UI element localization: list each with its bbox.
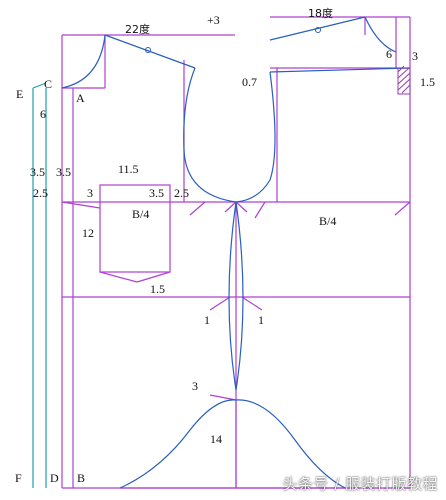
label-m-14: 14 [210,432,222,446]
tick-waist-left [209,296,231,311]
label-m-12: 12 [82,226,94,240]
tick-chest-back-2 [394,201,411,216]
label-point-e: E [16,87,23,101]
label-m-1-right: 1 [258,313,264,327]
back-neck-curve [364,16,397,53]
label-m-2-5-left: 2.5 [33,186,48,200]
label-m-3-5-pocket: 3.5 [149,186,164,200]
label-m-11-5: 11.5 [118,162,139,176]
label-plus3: +3 [207,13,220,27]
tick-underarm-left [224,201,237,213]
tick-hem-top [209,394,237,401]
label-m-3-5-a: 3.5 [30,165,45,179]
label-bust-back: B/4 [319,214,336,228]
label-point-b: B [77,471,85,485]
front-armhole-curve [183,67,237,203]
label-m-6-right: 6 [386,47,392,61]
watermark-text: 头条号 / 服装打版教程 [282,475,438,493]
label-point-c: C [44,77,52,91]
label-m-6-left: 6 [40,107,46,121]
collar-stand-top [32,82,47,89]
label-shoulder-angle-front: 22度 [125,22,150,36]
pocket-bottom-left [99,271,138,283]
side-seam-dart [228,201,244,391]
hem-curve [119,399,346,489]
label-point-a: A [76,91,85,105]
label-m-3-pocket: 3 [87,186,93,200]
label-m-1-left: 1 [204,313,210,327]
back-shoulder-seam [269,16,366,41]
tick-chest-left [61,201,101,209]
label-m-1-5-right: 1.5 [420,75,435,89]
label-m-1-5-pocket: 1.5 [150,282,165,296]
pocket-bottom-right [136,271,171,283]
tick-chest-back-1 [254,201,266,219]
label-point-d: D [50,471,59,485]
tick-underarm-right [235,201,248,213]
tick-chest-front [189,201,206,216]
back-armhole-curve [235,71,276,203]
pattern-outlines [32,16,411,489]
front-neck-curve [61,34,106,89]
label-m-0-7: 0.7 [242,75,257,89]
back-shoulder-notch [315,27,321,33]
front-shoulder-notch [145,47,151,53]
back-neck-hatch [397,65,411,95]
pocket-outline [99,184,171,273]
label-bust-front: B/4 [132,207,149,221]
label-m-3-right: 3 [412,49,418,63]
label-m-2-5-pocket: 2.5 [174,186,189,200]
tick-waist-right [241,296,263,311]
label-m-3-hem: 3 [192,379,198,393]
measurement-labels: 22度 18度 +3 C A E F D B 6 0.7 6 3 1.5 3.5… [15,6,435,485]
label-point-f: F [15,471,22,485]
back-yoke-line [269,67,411,73]
construction-frame [61,16,411,489]
label-shoulder-angle-back: 18度 [308,6,333,20]
label-m-3-5-b: 3.5 [56,165,71,179]
